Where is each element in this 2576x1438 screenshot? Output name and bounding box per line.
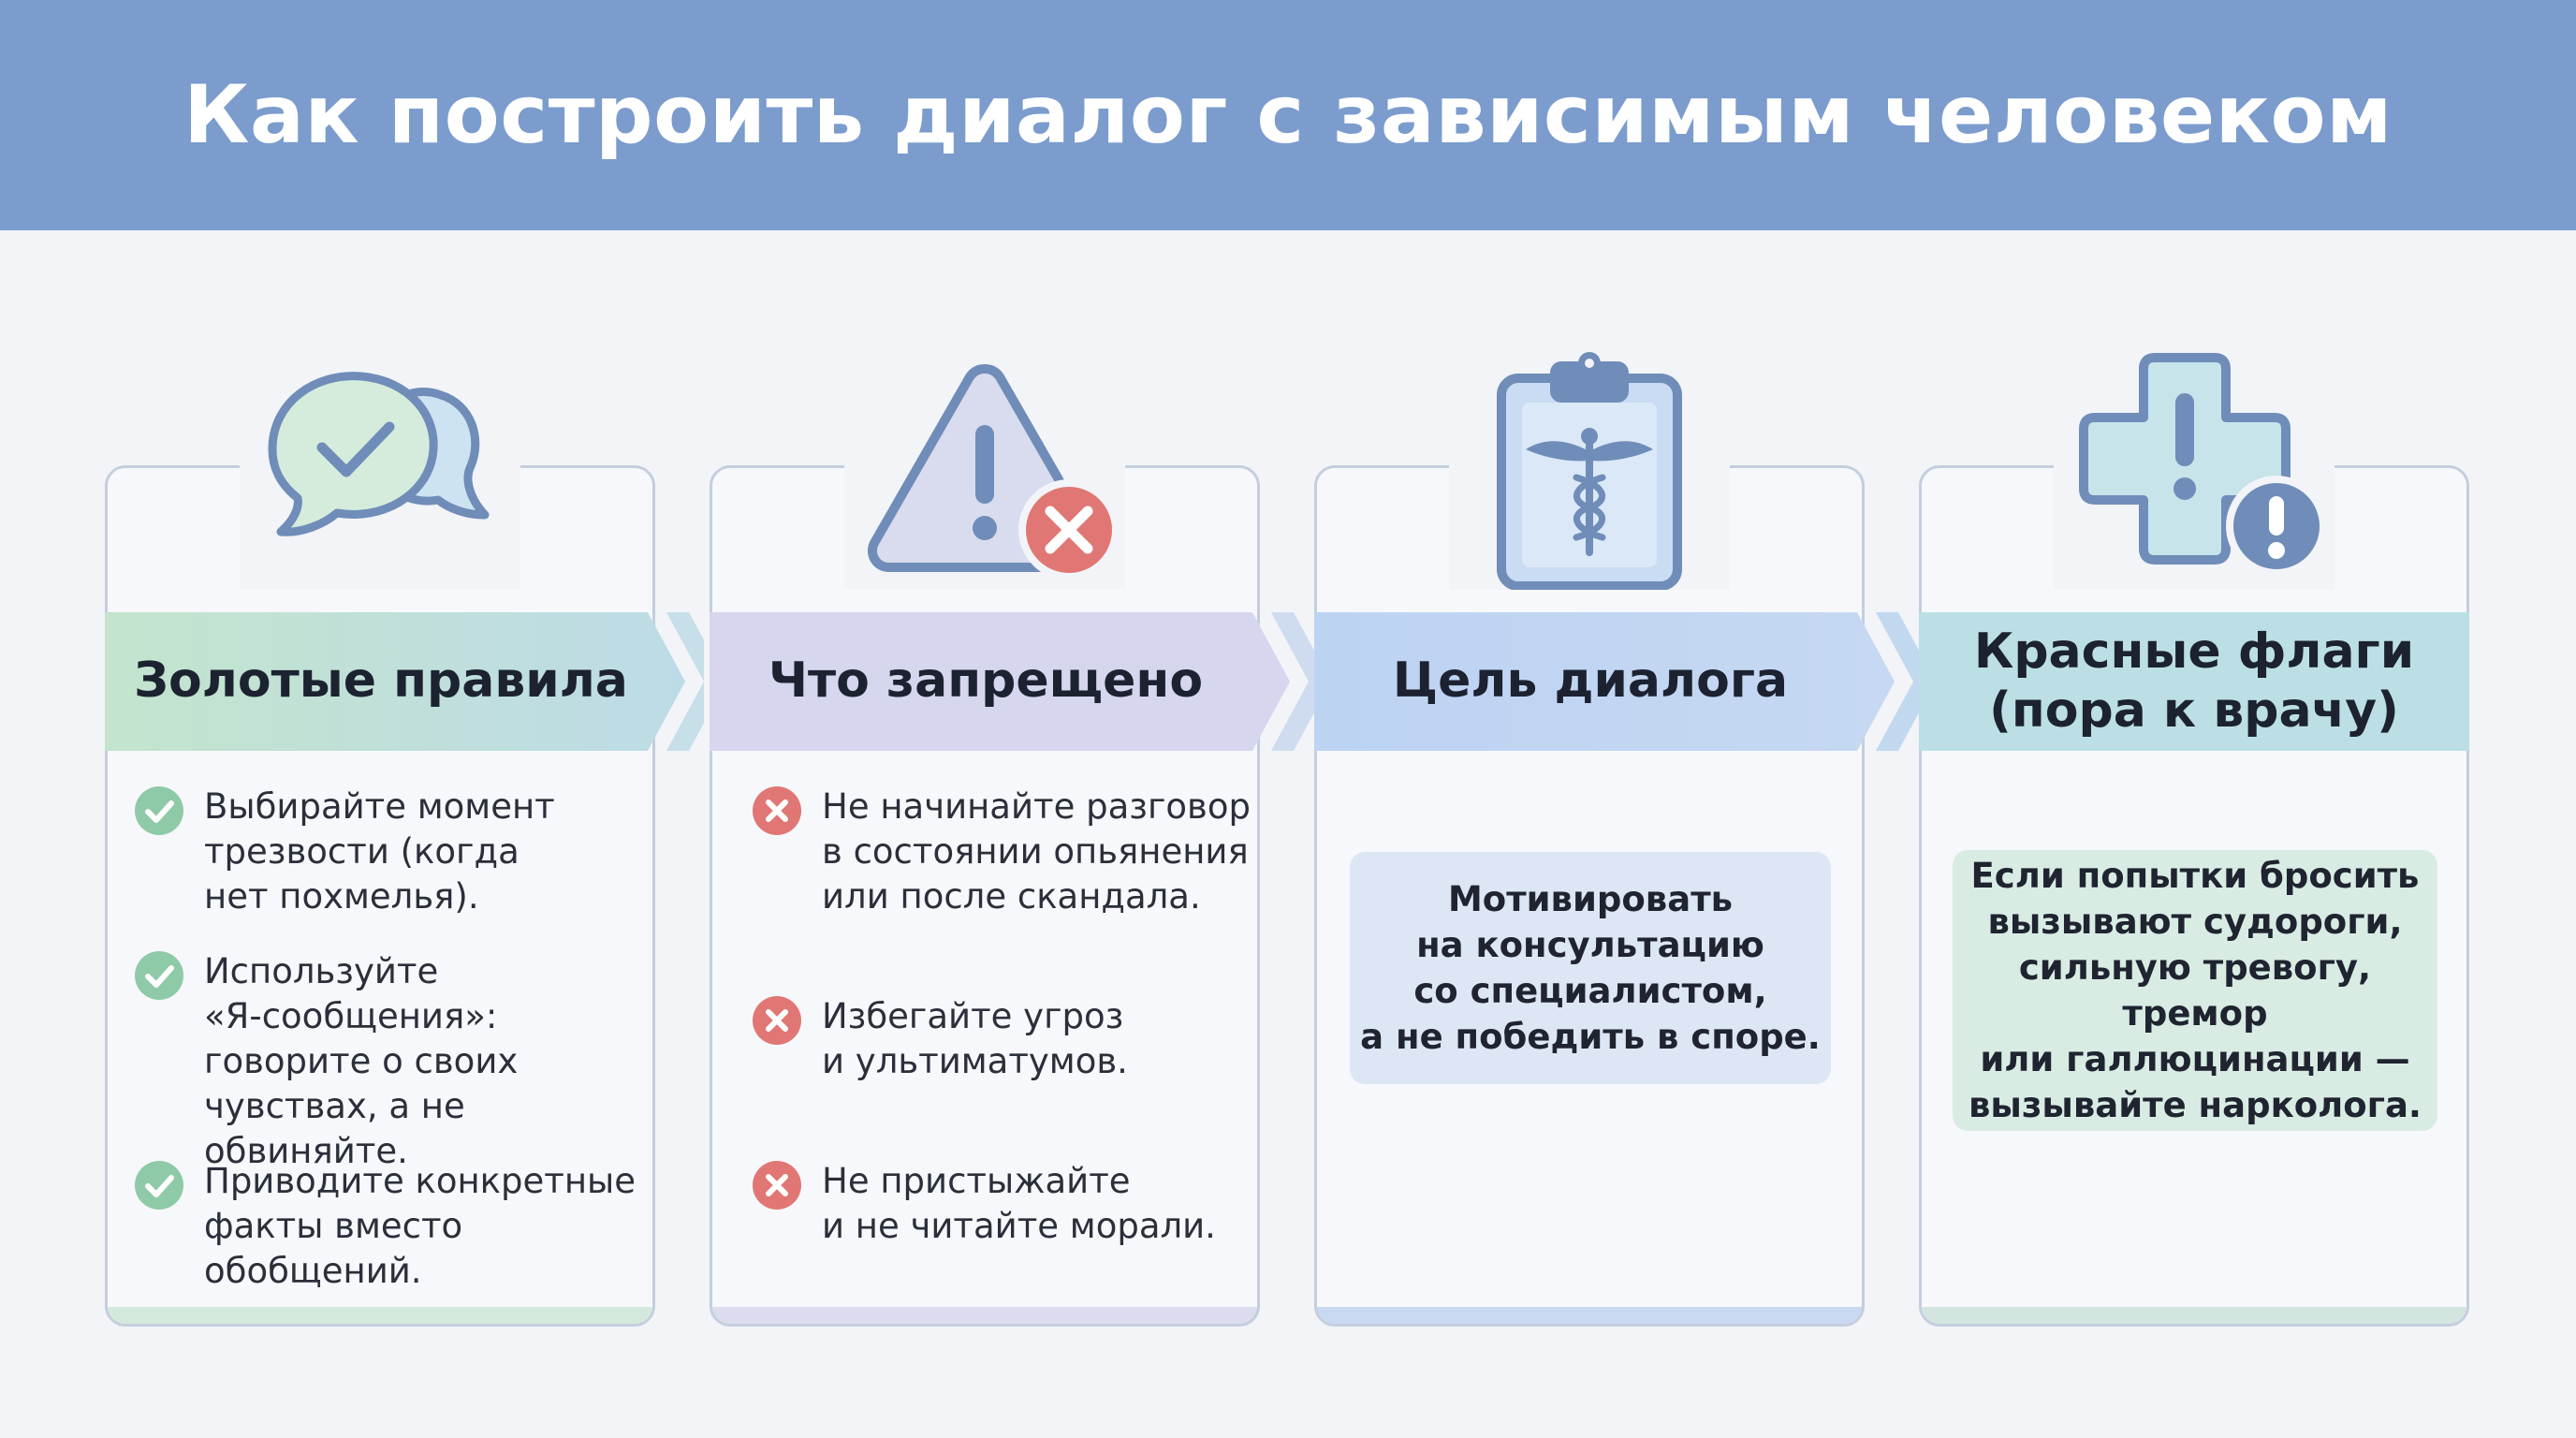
check-icon xyxy=(133,949,185,1002)
card-footer-strip xyxy=(1922,1307,2466,1324)
check-icon xyxy=(133,1159,185,1211)
header-bar: Как построить диалог с зависимым человек… xyxy=(0,0,2576,230)
list-item: Не начинайте разговор в состоянии опьяне… xyxy=(751,785,1251,919)
goal-note: Мотивировать на консультацию со специали… xyxy=(1350,852,1831,1084)
list-item-text: Выбирайте момент трезвости (когда нет по… xyxy=(204,786,555,917)
red-flags-note: Если попытки бросить вызывают судороги, … xyxy=(1953,850,2437,1131)
list-item: Не пристыжайте и не читайте морали. xyxy=(751,1159,1216,1249)
banner-title: Золотые правила xyxy=(134,653,628,710)
medical-clipboard-icon xyxy=(1449,346,1730,590)
list-item-text: Не пристыжайте и не читайте морали. xyxy=(822,1161,1216,1246)
cross-icon xyxy=(751,1159,803,1211)
banner-forbidden: Что запрещено xyxy=(710,612,1331,751)
card-footer-strip xyxy=(712,1307,1257,1324)
banner-goal: Цель диалога xyxy=(1314,612,1936,751)
cross-icon xyxy=(751,994,803,1047)
list-item: Выбирайте момент трезвости (когда нет по… xyxy=(133,785,555,919)
check-icon xyxy=(133,785,185,837)
banner-title: Что запрещено xyxy=(768,653,1204,710)
list-item-text: Используйте «Я-сообщения»: говорите о св… xyxy=(204,951,519,1171)
warning-cross-icon xyxy=(844,346,1125,590)
card-footer-strip xyxy=(108,1307,652,1324)
list-item-text: Приводите конкретные факты вместо обобще… xyxy=(204,1161,637,1291)
list-item: Приводите конкретные факты вместо обобще… xyxy=(133,1159,657,1294)
banner-title: Красные флаги (пора к врачу) xyxy=(1973,623,2415,739)
list-item-text: Не начинайте разговор в состоянии опьяне… xyxy=(822,786,1251,917)
list-item-text: Избегайте угроз и ультиматумов. xyxy=(822,996,1128,1081)
cross-icon xyxy=(751,785,803,837)
medical-cross-alert-icon xyxy=(2054,346,2334,590)
card-forbidden xyxy=(710,465,1260,1327)
banner-red-flags: Красные флаги (пора к врачу) xyxy=(1919,612,2469,751)
list-item: Используйте «Я-сообщения»: говорите о св… xyxy=(133,949,657,1174)
card-golden-rules xyxy=(105,465,655,1327)
chat-check-icon xyxy=(240,346,520,590)
banner-title: Цель диалога xyxy=(1392,653,1789,710)
card-footer-strip xyxy=(1317,1307,1862,1324)
page-title: Как построить диалог с зависимым человек… xyxy=(183,68,2393,162)
banner-golden-rules: Золотые правила xyxy=(105,612,704,751)
list-item: Избегайте угроз и ультиматумов. xyxy=(751,994,1128,1084)
